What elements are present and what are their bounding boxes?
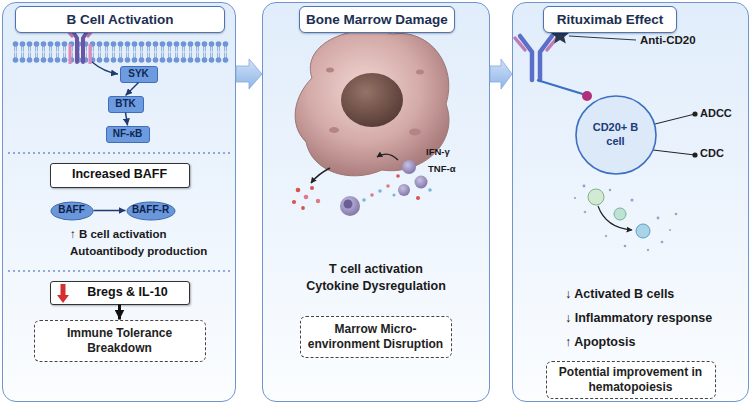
node-label: NF-κB [113, 128, 142, 141]
panel: B Cell ActivationSYK BTK NF-κB Increased BA… [2, 2, 236, 402]
panel-title: Rituximab Effect [543, 6, 677, 33]
circle-shape [576, 96, 656, 174]
node-label: BAFF [58, 204, 85, 217]
annotation-label: IFN-γ [426, 146, 476, 157]
node-label: BAFF-R [132, 204, 169, 217]
panel: Bone Marrow DamageMarrow Micro-environme… [262, 2, 490, 402]
node-label: Potential improvement in hematopoiesis [551, 365, 711, 395]
process-box: Bregs & IL-10 [50, 281, 190, 305]
annotation-label: TNF-α [428, 163, 478, 174]
flow-arrow [236, 59, 262, 89]
annotation-label: ↓ Inflammatory response [565, 311, 745, 326]
node-label: CD20+ B cell [589, 121, 643, 149]
process-box: Increased BAFF [50, 163, 190, 188]
annotation-label: Cytokine Dysregulation [276, 279, 476, 294]
node-label: Immune Tolerance Breakdown [39, 326, 201, 356]
ligand-oval: BAFF [50, 201, 94, 221]
outcome-box: Marrow Micro-environment Disruption [300, 316, 452, 358]
node-label: Bregs & IL-10 [87, 285, 168, 301]
node-label: Marrow Micro-environment Disruption [305, 322, 447, 352]
node-label: BTK [115, 98, 136, 111]
node-label: SYK [128, 68, 149, 81]
annotation-label: Anti-CD20 [640, 34, 740, 48]
oval-shape [51, 202, 93, 220]
node-label: Increased BAFF [72, 167, 167, 183]
annotation-label: ↑ B cell activation [70, 228, 230, 242]
signal-box: NF-κB [106, 126, 150, 143]
signal-box: SYK [120, 66, 158, 83]
panel-title: Bone Marrow Damage [299, 6, 455, 33]
annotation-label: Autoantibody production [70, 245, 230, 259]
cell-circle: CD20+ B cell [575, 95, 657, 175]
outcome-box: Immune Tolerance Breakdown [34, 320, 206, 362]
signal-box: BTK [108, 96, 144, 113]
oval-shape [127, 202, 175, 220]
annotation-label: ↓ Activated B cells [565, 287, 745, 302]
annotation-label: ADCC [700, 107, 746, 120]
panel-title: B Cell Activation [15, 6, 225, 33]
annotation-label: ↑ Apoptosis [565, 335, 745, 350]
annotation-label: CDC [700, 147, 746, 160]
flow-arrow [490, 59, 512, 89]
annotation-label: T cell activation [276, 262, 476, 277]
ligand-oval: BAFF-R [126, 201, 176, 221]
outcome-box: Potential improvement in hematopoiesis [546, 361, 716, 399]
